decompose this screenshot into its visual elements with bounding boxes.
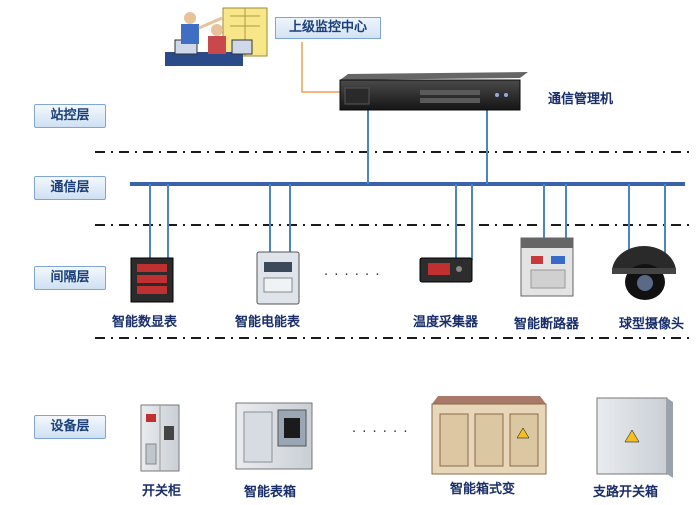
layer-label-station: 站控层 [34, 104, 106, 128]
energy-meter-icon [256, 251, 300, 305]
bay-device-label: 智能数显表 [112, 315, 178, 330]
digital-display-meter-icon [130, 257, 174, 303]
temperature-collector-icon [419, 257, 473, 283]
monitor-center-label: 上级监控中心 [275, 17, 381, 39]
equipment-device-label: 开关柜 [142, 484, 182, 499]
layer-label-bay: 间隔层 [34, 266, 106, 290]
equipment-device-label: 支路开关箱 [593, 485, 659, 500]
layer-label-equipment: 设备层 [34, 415, 106, 439]
bay-device-label: 温度采集器 [413, 315, 479, 330]
box-transformer-icon [431, 396, 547, 475]
layer-separators [95, 151, 690, 339]
branch-switch-box-icon [596, 397, 673, 478]
equipment-device-label: 智能表箱 [244, 485, 297, 500]
bay-device-label: 球型摄像头 [619, 317, 685, 332]
equipment-device-label: 智能箱式变 [450, 482, 516, 497]
dome-camera-icon [612, 246, 676, 300]
bay-ellipsis: · · · · · · [324, 268, 381, 283]
bay-device-label: 智能断路器 [514, 317, 580, 332]
smart-breaker-icon [520, 237, 574, 297]
smart-meter-box-icon [235, 402, 313, 470]
bus-connectors [149, 110, 666, 262]
comm-manager-label: 通信管理机 [548, 92, 614, 107]
layer-label-comm: 通信层 [34, 176, 106, 200]
bay-device-label: 智能电能表 [235, 315, 301, 330]
monitor-center-icon [165, 7, 268, 66]
comm-manager-icon [339, 72, 528, 111]
equipment-ellipsis: · · · · · · [352, 425, 409, 440]
switch-cabinet-icon [140, 404, 180, 472]
uplink-line [301, 42, 342, 93]
